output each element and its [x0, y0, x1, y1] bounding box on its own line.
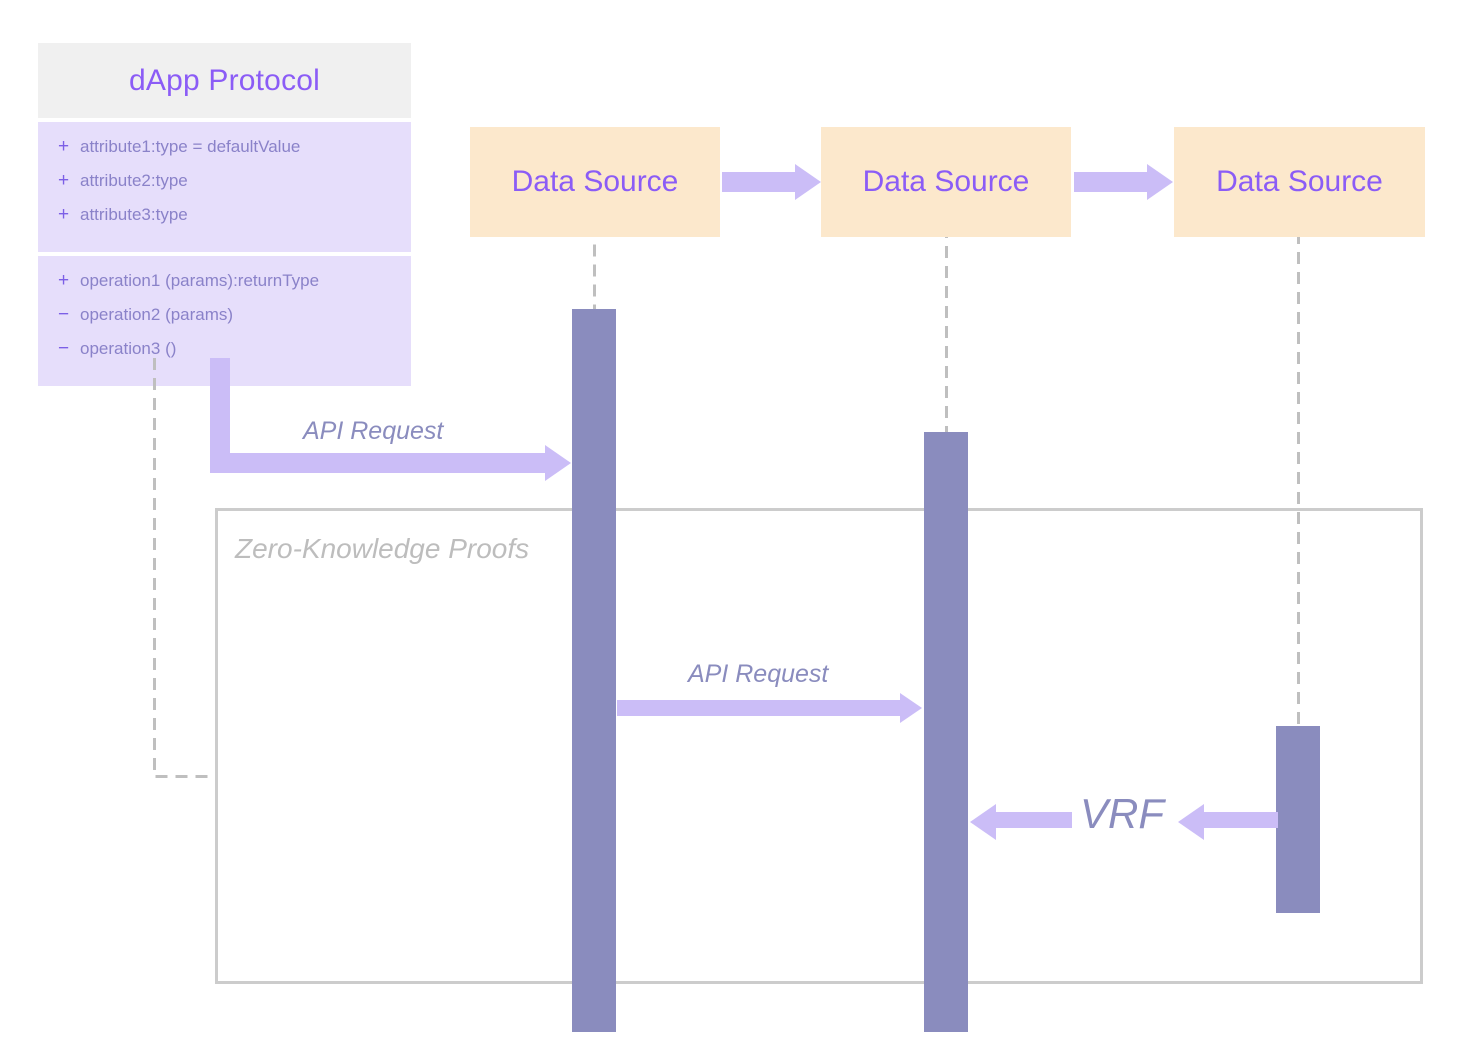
activation-bar-data-source-1 — [572, 309, 616, 1032]
uml-attribute-row: + attribute3:type — [38, 204, 411, 238]
arrow-right-icon — [1147, 164, 1173, 200]
message-3-shaft-right — [1204, 812, 1278, 828]
uml-class-name: dApp Protocol — [128, 63, 321, 97]
uml-attribute-row: + attribute1:type = defaultValue — [38, 136, 411, 170]
uml-operation-row: + operation1 (params):returnType — [38, 270, 411, 304]
uml-operation-text: operation2 (params) — [80, 305, 234, 324]
uml-attribute-row: + attribute2:type — [38, 170, 411, 204]
message-3-shaft-left — [996, 812, 1072, 828]
lifeline-data-source-2 — [945, 237, 948, 435]
uml-attribute-text: attribute3:type — [80, 205, 188, 224]
activation-bar-data-source-3 — [1276, 726, 1320, 913]
uml-attributes-section: + attribute1:type = defaultValue + attri… — [38, 122, 411, 252]
uml-class-dapp-protocol[interactable]: dApp Protocol + attribute1:type = defaul… — [38, 43, 411, 386]
visibility-marker: − — [58, 338, 70, 359]
arrow-right-icon — [900, 693, 922, 723]
message-label-api-request-2: API Request — [688, 660, 829, 688]
uml-operation-row: − operation3 () — [38, 338, 411, 372]
actor-link-shaft-2 — [1074, 172, 1149, 192]
visibility-marker: + — [58, 136, 70, 157]
message-1-vertical-shaft — [210, 358, 230, 473]
arrow-left-icon — [1178, 804, 1204, 840]
activation-bar-data-source-2 — [924, 432, 968, 1032]
visibility-marker: + — [58, 170, 70, 191]
lifeline-dapp-protocol — [153, 358, 156, 778]
uml-operation-text: operation3 () — [80, 339, 177, 358]
lifeline-dapp-protocol-elbow — [153, 775, 218, 778]
message-label-api-request-1: API Request — [303, 417, 444, 445]
message-label-vrf: VRF — [1080, 790, 1164, 837]
visibility-marker: + — [58, 204, 70, 225]
fragment-label: Zero-Knowledge Proofs — [235, 533, 530, 564]
uml-class-header: dApp Protocol — [38, 43, 411, 118]
arrow-left-icon — [970, 804, 996, 840]
actor-label: Data Source — [511, 165, 679, 198]
arrow-right-icon — [545, 445, 571, 481]
lifeline-data-source-1 — [593, 237, 596, 312]
actor-box-data-source-2[interactable]: Data Source — [821, 127, 1071, 237]
fragment-zero-knowledge-proofs — [215, 508, 1423, 984]
uml-operation-row: − operation2 (params) — [38, 304, 411, 338]
actor-box-data-source-1[interactable]: Data Source — [470, 127, 720, 237]
actor-link-shaft-1 — [722, 172, 797, 192]
uml-attribute-text: attribute2:type — [80, 171, 188, 190]
message-2-shaft — [617, 700, 902, 716]
message-1-horizontal-shaft — [210, 453, 547, 473]
actor-label: Data Source — [1216, 165, 1383, 198]
actor-box-data-source-3[interactable]: Data Source — [1174, 127, 1425, 237]
visibility-marker: − — [58, 304, 70, 325]
visibility-marker: + — [58, 270, 70, 291]
lifeline-data-source-3 — [1297, 237, 1300, 727]
actor-label: Data Source — [862, 165, 1030, 198]
uml-attribute-text: attribute1:type = defaultValue — [80, 137, 301, 156]
uml-operation-text: operation1 (params):returnType — [80, 271, 320, 290]
arrow-right-icon — [795, 164, 821, 200]
